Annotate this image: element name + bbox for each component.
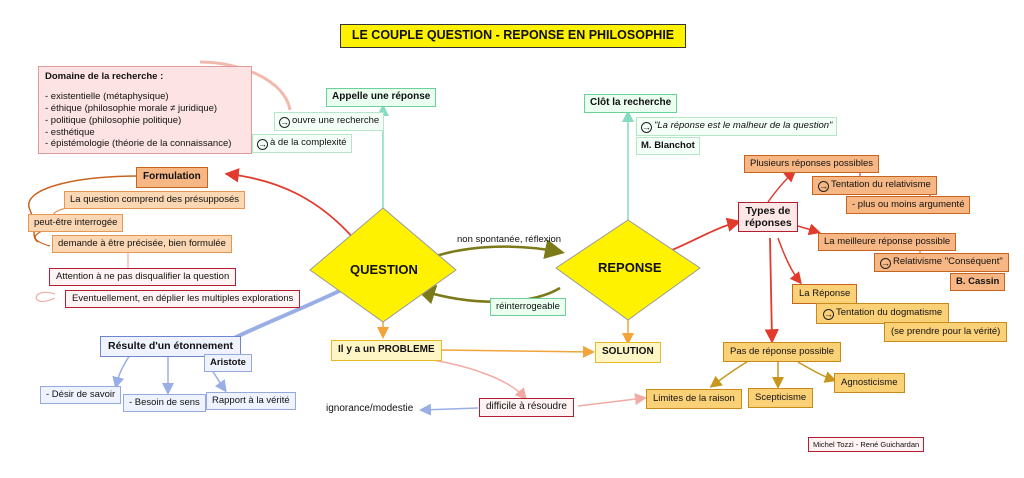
etonnement-item: - Désir de savoir xyxy=(40,386,122,404)
types-cassin: B. Cassin xyxy=(950,273,1006,291)
types-agnosticisme: Agnosticisme xyxy=(834,373,905,393)
question-node: QUESTION xyxy=(350,262,418,277)
formulation-node: Formulation xyxy=(136,167,208,188)
appelle-node: Appelle une réponse xyxy=(326,88,437,107)
reponse-node: REPONSE xyxy=(598,260,662,275)
domaine-list: - existentielle (métaphysique) - éthique… xyxy=(45,91,245,150)
credits: Michel Tozzi - René Guichardan xyxy=(808,437,925,453)
arrow-circle-icon: → xyxy=(880,258,891,269)
ignorance-node: ignorance/modestie xyxy=(326,403,414,414)
appelle-sub-recherche: →ouvre une recherche xyxy=(274,112,385,131)
types-dogmatisme: →Tentation du dogmatisme xyxy=(816,303,950,324)
reponse-diamond xyxy=(555,219,701,321)
domaine-item: - politique (philosophie politique) xyxy=(45,114,182,126)
types-verite: (se prendre pour la vérité) xyxy=(884,322,1008,342)
types-scepticisme: Scepticisme xyxy=(748,388,814,408)
link-difficile-limites xyxy=(577,393,647,407)
page-title: LE COUPLE QUESTION - REPONSE EN PHILOSOP… xyxy=(340,24,686,48)
link-difficile-ignorance xyxy=(419,403,479,416)
link-formulation-tree xyxy=(28,175,141,243)
types-node: Types de réponses xyxy=(738,202,798,233)
link-probleme-solution xyxy=(439,345,595,358)
link-probleme-difficile xyxy=(419,357,527,401)
appelle-sub-complexite: →à de la complexité xyxy=(252,134,352,153)
arrow-circle-icon: → xyxy=(641,122,652,133)
types-meilleure: La meilleure réponse possible xyxy=(818,233,957,251)
formulation-item: demande à être précisée, bien formulée xyxy=(52,235,232,253)
types-la-reponse: La Réponse xyxy=(792,284,858,304)
link-question-formulation xyxy=(224,168,356,241)
clot-node: Clôt la recherche xyxy=(584,94,678,113)
arrow-circle-icon: → xyxy=(823,309,834,320)
formulation-item: peut-être interrogée xyxy=(28,214,124,232)
types-pas-de: Pas de réponse possible xyxy=(723,342,842,362)
arrow-circle-icon: → xyxy=(279,117,290,128)
etonnement-author: Aristote xyxy=(204,354,252,372)
types-consequent: →Relativisme "Conséquent" xyxy=(874,253,1009,272)
etonnement-item: Rapport à la vérité xyxy=(206,392,296,410)
difficile-node: difficile à résoudre xyxy=(479,398,574,417)
formulation-item: La question comprend des présupposés xyxy=(64,191,246,209)
link-question-reponse xyxy=(429,239,565,260)
clot-quote: →"La réponse est le malheur de la questi… xyxy=(636,117,838,136)
types-plusieurs: Plusieurs réponses possibles xyxy=(744,155,880,173)
solution-node: SOLUTION xyxy=(595,342,661,363)
domaine-box: Domaine de la recherche : - existentiell… xyxy=(38,66,252,154)
formulation-item: Eventuellement, en déplier les multiples… xyxy=(65,290,301,308)
probleme-node: Il y a un PROBLEME xyxy=(331,340,442,361)
link-question-etonnement xyxy=(229,283,353,342)
clot-author: M. Blanchot xyxy=(636,137,700,155)
link-reponse-types xyxy=(671,217,742,251)
link-label-reinterrogeable: réinterrogeable xyxy=(490,298,566,316)
etonnement-item: - Besoin de sens xyxy=(123,394,206,412)
types-argumente: - plus ou moins argumenté xyxy=(846,196,971,214)
etonnement-node: Résulte d'un étonnement xyxy=(100,336,242,358)
link-label-reflexion: non spontanée, réflexion xyxy=(457,234,562,245)
domaine-item: - épistémologie (théorie de la connaissa… xyxy=(45,138,232,150)
question-diamond xyxy=(309,207,457,323)
domaine-item: - existentielle (métaphysique) xyxy=(45,90,169,102)
formulation-item: Attention à ne pas disqualifier la quest… xyxy=(49,268,237,286)
arrow-circle-icon: → xyxy=(818,181,829,192)
arrow-circle-icon: → xyxy=(257,139,268,150)
link-domaine xyxy=(199,60,292,111)
types-relativisme: →Tentation du relativisme xyxy=(812,176,937,195)
domaine-heading: Domaine de la recherche : xyxy=(45,71,164,82)
domaine-item: - esthétique xyxy=(45,126,95,138)
limites-node: Limites de la raison xyxy=(646,389,742,409)
domaine-item: - éthique (philosophie morale ≠ juridiqu… xyxy=(45,102,218,114)
